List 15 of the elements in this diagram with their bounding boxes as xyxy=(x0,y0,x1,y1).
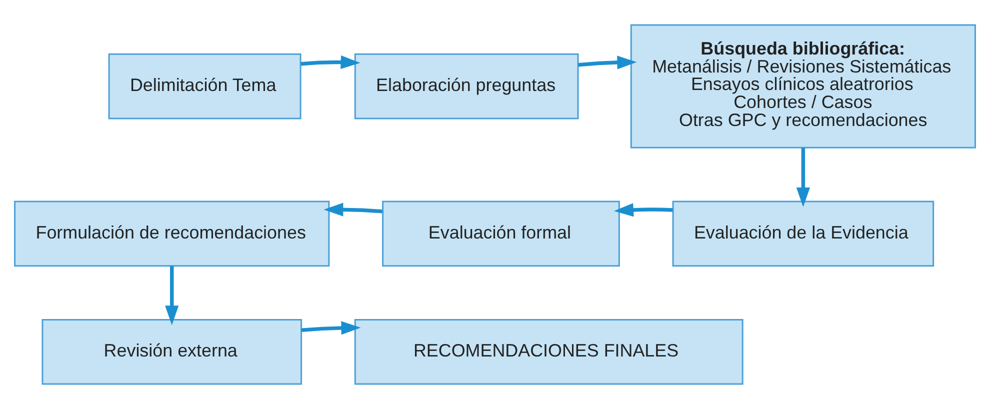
arrow xyxy=(324,202,382,216)
arrow xyxy=(796,147,810,207)
node-box: Búsqueda bibliográfica: Metanálisis / Revisiones Sistemáticas Ensayos clínicos aleatrorios Cohortes / Casos Otras GPC y recomendaciones xyxy=(630,24,976,148)
arrow xyxy=(300,54,360,69)
node-box: Delimitación Tema xyxy=(108,52,302,119)
arrow xyxy=(614,202,673,216)
node-box: Evaluación de la Evidencia xyxy=(672,200,934,266)
arrow xyxy=(578,55,637,69)
node-box: Elaboración preguntas xyxy=(354,52,579,119)
node-box: RECOMENDACIONES FINALES xyxy=(354,318,744,384)
arrow xyxy=(165,266,179,325)
node-box: Evaluación formal xyxy=(382,200,620,266)
node-box: Revisión externa xyxy=(42,318,302,384)
arrow xyxy=(301,320,361,334)
node-box: Formulación de recomendaciones xyxy=(14,200,330,266)
